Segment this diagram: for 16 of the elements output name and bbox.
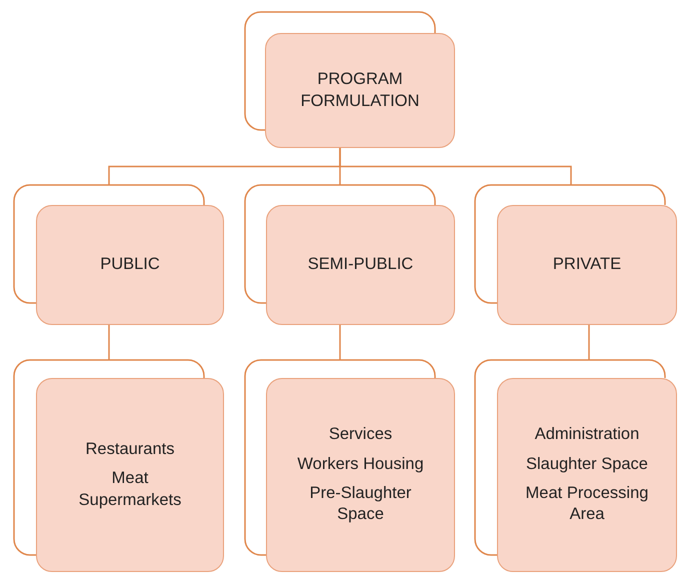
node-text: Pre-Slaughter Space [308,483,412,526]
connector-line [339,325,341,360]
node-text: PROGRAM FORMULATION [300,69,420,112]
node-text: Slaughter Space [526,454,648,475]
connector-line [339,148,572,185]
connector-line [108,325,110,360]
node-text: Meat Supermarkets [78,468,182,511]
node-text: PUBLIC [100,254,160,276]
node-text: Administration [534,424,640,446]
node-text: Services [328,424,392,446]
connector-line [588,325,590,360]
node-text: Meat Processing Area [524,483,650,526]
node-text: Restaurants [86,438,174,460]
node-text: PRIVATE [552,254,622,276]
node-text: SEMI-PUBLIC [308,254,414,276]
node-text: Workers Housing [297,454,424,475]
